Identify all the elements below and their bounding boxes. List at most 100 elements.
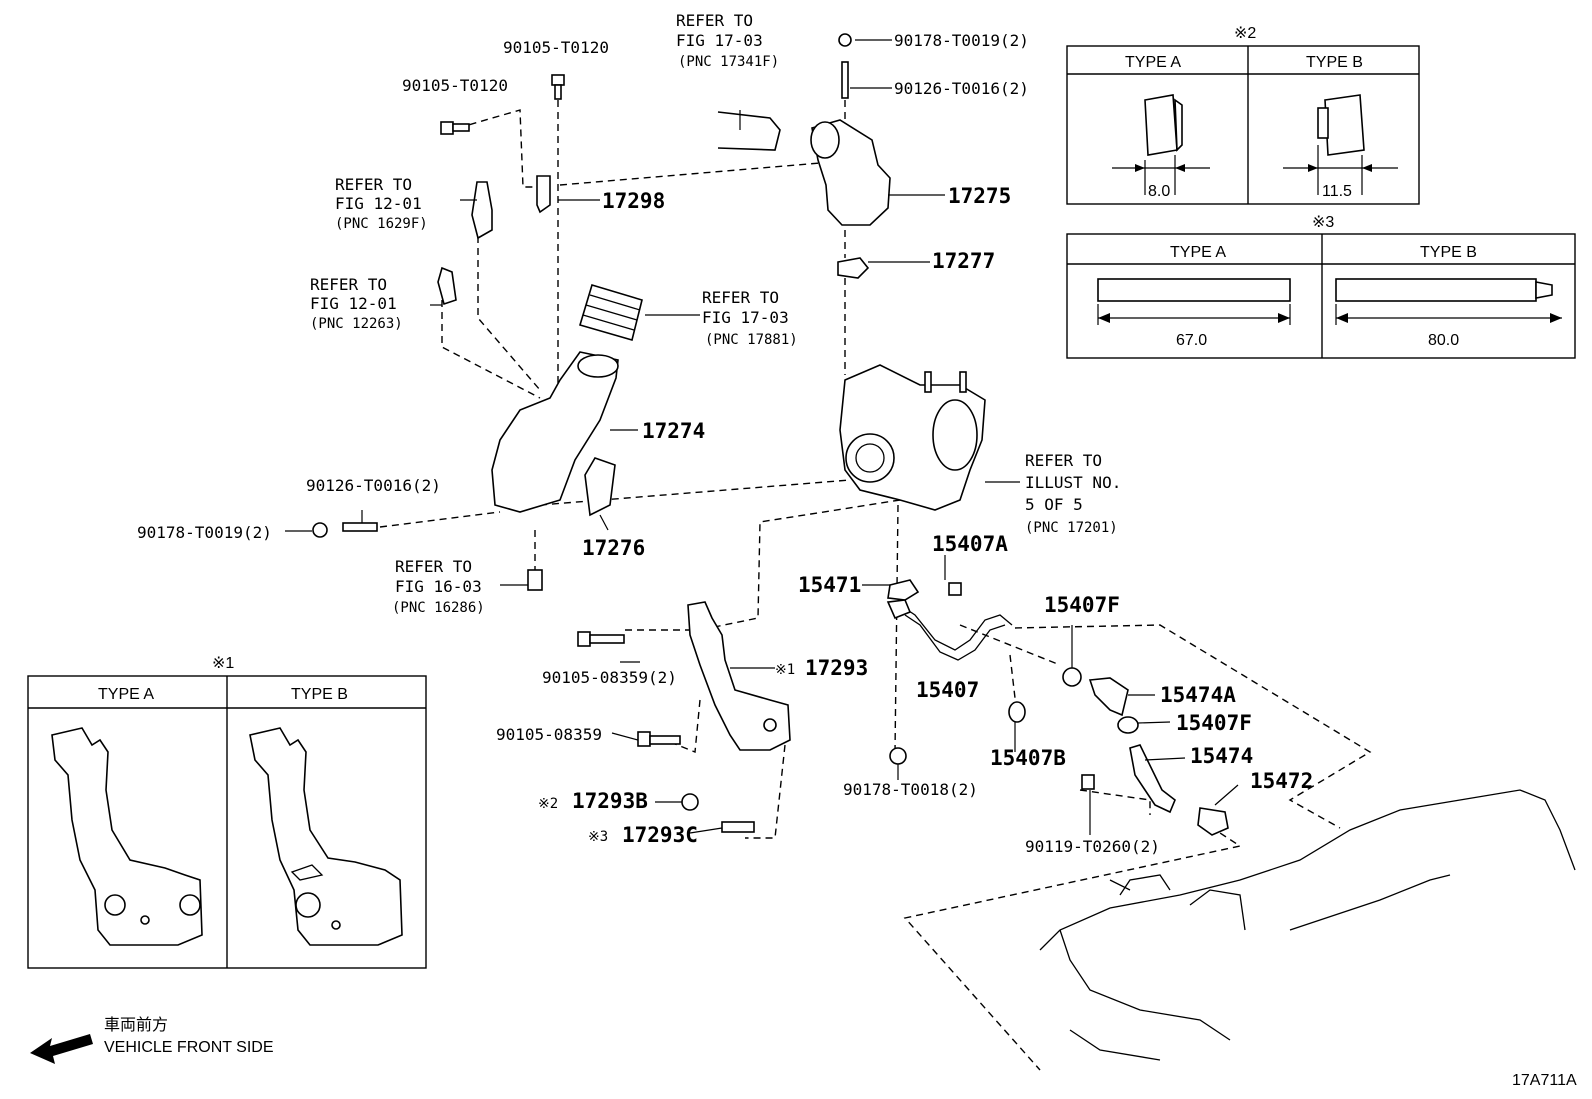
pipe-rib-3: [582, 314, 635, 331]
ref-fig-17-03-b: REFER TO FIG 17-03 (PNC 17881): [702, 288, 798, 348]
ref-fig-12-01-a: REFER TO FIG 12-01 (PNC 1629F): [335, 175, 428, 232]
pipe-rib-2: [585, 304, 638, 321]
table-note-3: ※3 TYPE A TYPE B 67.0 80.0: [1066, 214, 1576, 359]
oil-pipe-15407: [899, 604, 1013, 651]
nut-type-a-flange: [1174, 98, 1183, 152]
ref-pnc: (PNC 17201): [1025, 520, 1118, 536]
bracket-a-hole-3: [140, 915, 150, 925]
table3-type-b: TYPE B: [1420, 244, 1477, 261]
label-15471: 15471: [798, 573, 861, 597]
gasket-15471: [887, 579, 920, 601]
table3-dim-b: 80.0: [1428, 332, 1459, 349]
label-90126-t0016-top: 90126-T0016(2): [894, 79, 1029, 98]
front-arrow-icon: [30, 1034, 93, 1064]
ref-line1: REFER TO: [310, 275, 387, 294]
table3-dim-a: 67.0: [1176, 332, 1207, 349]
nut-17293b: [681, 793, 699, 811]
ref-line2: FIG 12-01: [335, 194, 422, 213]
diagram-code: 17A711A: [1512, 1072, 1577, 1089]
ref-line1: REFER TO: [702, 288, 779, 307]
bracket-17293: [687, 601, 791, 751]
bracket-b-hole-2: [331, 920, 341, 930]
table-note-2: ※2 TYPE A TYPE B 8.0 11.5: [1066, 25, 1420, 205]
label-17276: 17276: [582, 536, 645, 560]
label-17293c: 17293C: [622, 823, 698, 847]
label-17298: 17298: [602, 189, 665, 213]
ref-fig-16-03: REFER TO FIG 16-03 (PNC 16286): [392, 557, 485, 616]
hose-pnc-17341f: [717, 111, 781, 151]
bolt-90105-t0120-left: [440, 121, 470, 135]
nut-type-b-drawing: [1324, 94, 1365, 156]
dim-a-arrow2: [1175, 164, 1185, 172]
turbo-compressor-inlet: [845, 433, 895, 483]
hose-pnc-1629f: [471, 181, 493, 240]
table2-dim-a: 8.0: [1148, 183, 1170, 200]
ref-line2: FIG 17-03: [676, 31, 763, 50]
nut-90178-t0019-left: [312, 522, 328, 538]
label-90105-08359-b: 90105-08359: [496, 725, 602, 744]
elbow-17275-port: [810, 121, 840, 159]
engine-block-outline: [1039, 789, 1576, 1061]
label-15474: 15474: [1190, 744, 1253, 768]
ref-fig-12-01-b: REFER TO FIG 12-01 (PNC 12263): [310, 275, 403, 332]
ref-line2: FIG 12-01: [310, 294, 397, 313]
label-90178-t0019-left: 90178-T0019(2): [137, 523, 272, 542]
label-17275: 17275: [948, 184, 1011, 208]
table2-dim-b: 11.5: [1322, 183, 1352, 200]
table3-mark: ※3: [1312, 214, 1334, 231]
turbo-turbine-housing: [932, 399, 978, 471]
union-15407b: [1008, 701, 1026, 723]
dim-a-arrow1: [1135, 164, 1145, 172]
table3-type-a: TYPE A: [1170, 244, 1226, 261]
nut-type-b-collar: [1317, 107, 1329, 139]
dim3-a-arrow1: [1098, 313, 1110, 323]
label-17293: 17293: [805, 656, 868, 680]
label-15474a: 15474A: [1160, 683, 1236, 707]
label-17274: 17274: [642, 419, 705, 443]
ref-illust-5-of-5: REFER TO ILLUST NO. 5 OF 5 (PNC 17201): [1025, 451, 1121, 536]
label-90105-t0120-left: 90105-T0120: [402, 76, 508, 95]
bracket-type-a-drawing: [51, 727, 203, 946]
ref-pnc: (PNC 12263): [310, 316, 403, 332]
note-mark-3: ※3: [588, 829, 608, 845]
bracket-b-hole-1: [295, 892, 321, 918]
hose-pnc-16286: [527, 569, 543, 591]
dim3-b-arrow1: [1336, 313, 1348, 323]
label-90126-t0016-left: 90126-T0016(2): [306, 476, 441, 495]
bolt-15407a: [948, 582, 962, 596]
stud-90126-t0016-top: [841, 61, 849, 99]
bracket-17298: [536, 175, 551, 214]
bolt-90105-08359-a: [577, 631, 625, 647]
gasket-17277: [837, 257, 870, 279]
ref-line1: REFER TO: [395, 557, 472, 576]
bolt-90105-08359-b: [637, 731, 681, 747]
table2-type-b: TYPE B: [1306, 54, 1363, 71]
outlet-housing-17274: [491, 351, 619, 513]
dim3-a-arrow2: [1278, 313, 1290, 323]
bracket-type-b-drawing: [249, 727, 403, 946]
table2-frame: [1066, 45, 1420, 205]
bracket-a-hole-2: [179, 894, 201, 916]
ref-pnc: (PNC 16286): [392, 600, 485, 616]
gasket-15472: [1197, 807, 1229, 836]
oil-pipe-15407-inner: [904, 614, 1006, 661]
table1-type-b: TYPE B: [291, 686, 348, 703]
label-90105-08359-a: 90105-08359(2): [542, 668, 677, 687]
ref-pnc: (PNC 1629F): [335, 216, 428, 232]
table1-mark: ※1: [212, 655, 234, 672]
ref-pnc: (PNC 17881): [705, 332, 798, 348]
bolt-90119-t0260: [1081, 774, 1095, 790]
bracket-b-slot: [290, 864, 324, 881]
hose-15474a: [1088, 677, 1129, 717]
dim-b-arrow1: [1308, 164, 1318, 172]
dim-b-arrow2: [1362, 164, 1372, 172]
stud-type-a-drawing: [1097, 278, 1291, 302]
label-90119-t0260: 90119-T0260(2): [1025, 837, 1160, 856]
clamp-15407f-a: [1062, 667, 1082, 687]
nut-type-a-drawing: [1144, 94, 1178, 156]
stud-type-b-tip: [1535, 281, 1553, 299]
table-note-1: ※1 TYPE A TYPE B: [27, 655, 427, 969]
note-mark-2: ※2: [538, 796, 558, 812]
label-15407f-b: 15407F: [1176, 711, 1252, 735]
label-15407: 15407: [916, 678, 979, 702]
